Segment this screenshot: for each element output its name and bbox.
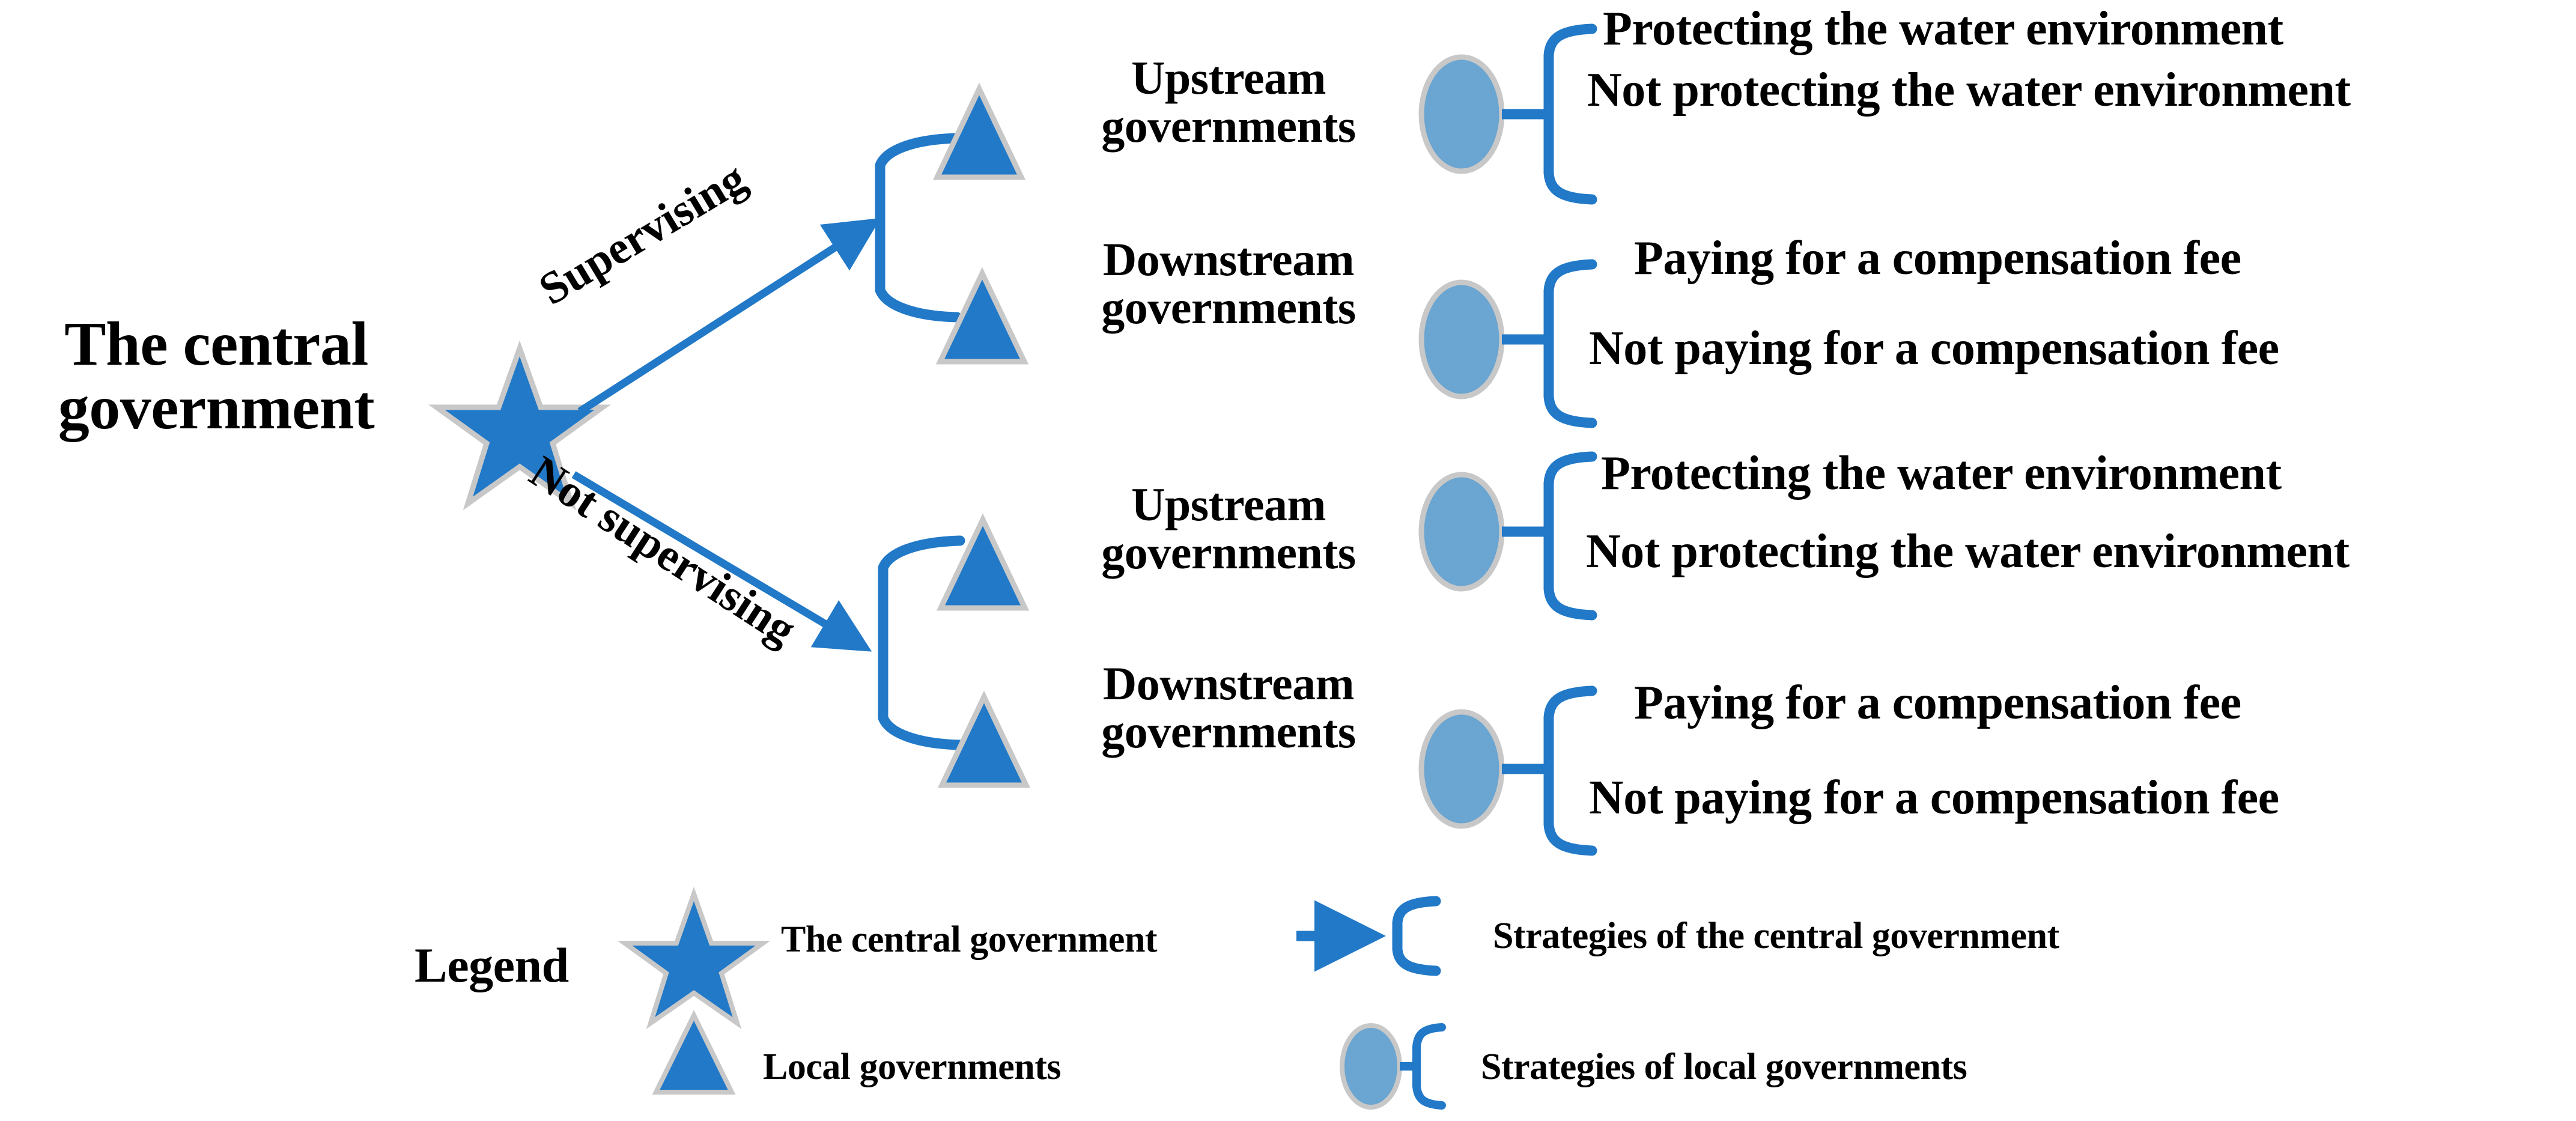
triangle-icon-actor-3 <box>936 513 1030 611</box>
legend-label-central-government: The central government <box>781 919 1158 960</box>
connector-bracket-top <box>875 133 962 323</box>
brace-icon-legend-central <box>1392 896 1441 976</box>
brace-icon-strategy-1 <box>1502 23 1597 205</box>
strategy-label-2-pay: Paying for a compensation fee <box>1634 232 2241 285</box>
brace-icon-strategy-2 <box>1502 259 1597 428</box>
legend-label-strategies-central: Strategies of the central government <box>1493 916 2059 956</box>
branch-arrow-supervising <box>577 217 881 415</box>
triangle-icon-actor-2 <box>935 267 1029 365</box>
legend-title: Legend <box>415 938 569 992</box>
circle-icon-strategy-1 <box>1418 54 1505 174</box>
branch-arrow-not-supervising <box>571 471 872 652</box>
triangle-icon-actor-4 <box>937 690 1031 788</box>
strategy-label-4-pay: Paying for a compensation fee <box>1634 676 2241 729</box>
brace-icon-strategy-3 <box>1502 451 1597 621</box>
circle-icon-strategy-4 <box>1418 709 1505 829</box>
strategy-label-1-not-protect: Not protecting the water environment <box>1587 64 2351 117</box>
connector-bracket-bottom <box>878 535 965 750</box>
legend-label-strategies-local: Strategies of local governments <box>1481 1047 1967 1087</box>
brace-icon-strategy-4 <box>1502 685 1597 856</box>
circle-icon-strategy-2 <box>1418 279 1505 399</box>
circle-icon-strategy-3 <box>1418 472 1505 592</box>
brace-icon-legend-local <box>1400 1023 1446 1110</box>
strategy-label-1-protect: Protecting the water environment <box>1603 2 2283 55</box>
strategy-label-4-not-pay: Not paying for a compensation fee <box>1589 771 2279 824</box>
circle-icon-legend <box>1340 1023 1402 1110</box>
strategy-label-3-not-protect: Not protecting the water environment <box>1586 525 2350 578</box>
strategy-label-2-not-pay: Not paying for a compensation fee <box>1589 322 2279 375</box>
legend-label-local-governments: Local governments <box>763 1047 1062 1087</box>
triangle-icon-legend <box>652 1009 736 1095</box>
triangle-icon-actor-1 <box>932 82 1026 180</box>
star-icon-legend <box>617 887 771 1029</box>
strategy-label-3-protect: Protecting the water environment <box>1601 447 2282 500</box>
